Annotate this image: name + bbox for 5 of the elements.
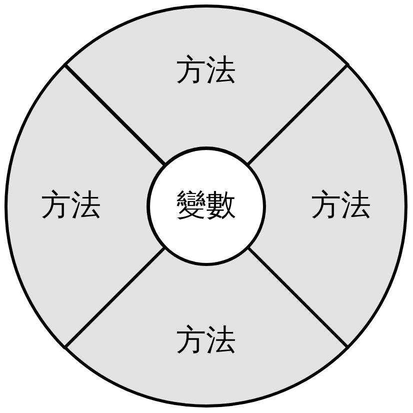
method-label: 方法 — [176, 322, 236, 359]
method-label: 方法 — [41, 188, 101, 224]
variable-label: 變數 — [176, 188, 236, 224]
method-label: 方法 — [310, 188, 371, 224]
method-label: 方法 — [176, 53, 236, 89]
